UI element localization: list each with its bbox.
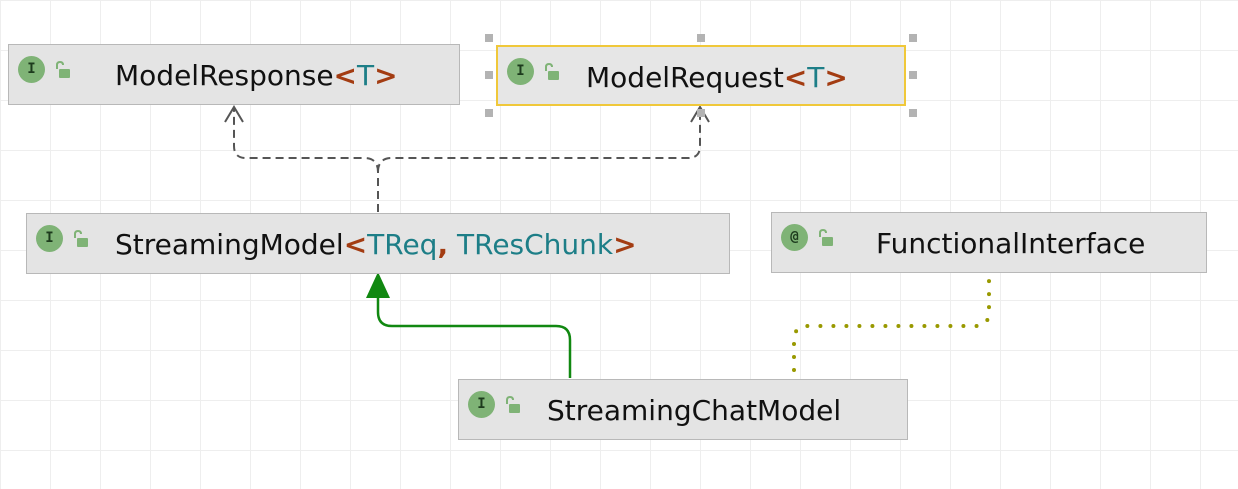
type-parameter: T	[357, 59, 375, 92]
edge-streamingmodel-to-modelresponse	[233, 108, 379, 212]
node-functional-interface[interactable]: @ FunctionalInterface	[771, 212, 1207, 273]
node-label: ModelRequest<T>	[586, 47, 848, 108]
node-streaming-model[interactable]: I StreamingModel<TReq, TResChunk>	[26, 213, 730, 274]
type-bracket-close: >	[613, 228, 637, 261]
resize-handle-top-left[interactable]	[485, 34, 493, 42]
class-name: FunctionalInterface	[876, 227, 1146, 260]
unlocked-padlock-icon	[56, 61, 70, 78]
resize-handle-bottom-middle[interactable]	[697, 109, 705, 117]
interface-badge-icon: I	[18, 56, 45, 83]
unlocked-padlock-icon	[506, 396, 520, 413]
type-bracket-open: <	[783, 61, 808, 94]
resize-handle-top-right[interactable]	[909, 34, 917, 42]
interface-badge-icon: I	[468, 391, 495, 418]
arrowhead-modelresponse	[224, 105, 244, 123]
node-label: ModelResponse<T>	[115, 45, 398, 106]
unlocked-padlock-icon	[74, 230, 88, 247]
edge-streamingchatmodel-to-functionalinterface	[792, 274, 991, 372]
unlocked-padlock-icon	[819, 229, 833, 246]
type-bracket-open: <	[333, 59, 358, 92]
edge-streamingchatmodel-to-streamingmodel	[376, 296, 572, 378]
node-model-request[interactable]: I ModelRequest<T>	[496, 45, 906, 106]
node-streaming-chat-model[interactable]: I StreamingChatModel	[458, 379, 908, 440]
resize-handle-middle-right[interactable]	[909, 71, 917, 79]
unlocked-padlock-icon	[545, 63, 559, 80]
resize-handle-bottom-right[interactable]	[909, 109, 917, 117]
class-name: ModelRequest	[586, 61, 784, 94]
annotation-badge-icon: @	[781, 224, 808, 251]
type-parameter-separator: ,	[437, 228, 449, 261]
type-parameter: TReq	[367, 228, 438, 261]
arrowhead-streamingmodel	[366, 272, 390, 298]
type-bracket-close: >	[374, 59, 398, 92]
edge-streamingmodel-to-modelrequest	[377, 108, 701, 173]
class-name: StreamingChatModel	[547, 394, 842, 427]
type-bracket-open: <	[343, 228, 368, 261]
type-bracket-close: >	[824, 61, 848, 94]
resize-handle-bottom-left[interactable]	[485, 109, 493, 117]
type-parameter: TResChunk	[457, 228, 614, 261]
interface-badge-icon: I	[36, 225, 63, 252]
resize-handle-middle-left[interactable]	[485, 71, 493, 79]
resize-handle-top-middle[interactable]	[697, 34, 705, 42]
arrowhead-modelrequest	[690, 105, 710, 123]
type-parameter: T	[807, 61, 825, 94]
interface-badge-icon: I	[507, 58, 534, 85]
class-name: ModelResponse	[115, 59, 334, 92]
node-label: StreamingModel<TReq, TResChunk>	[115, 214, 637, 275]
class-name: StreamingModel	[115, 228, 344, 261]
node-model-response[interactable]: I ModelResponse<T>	[8, 44, 460, 105]
